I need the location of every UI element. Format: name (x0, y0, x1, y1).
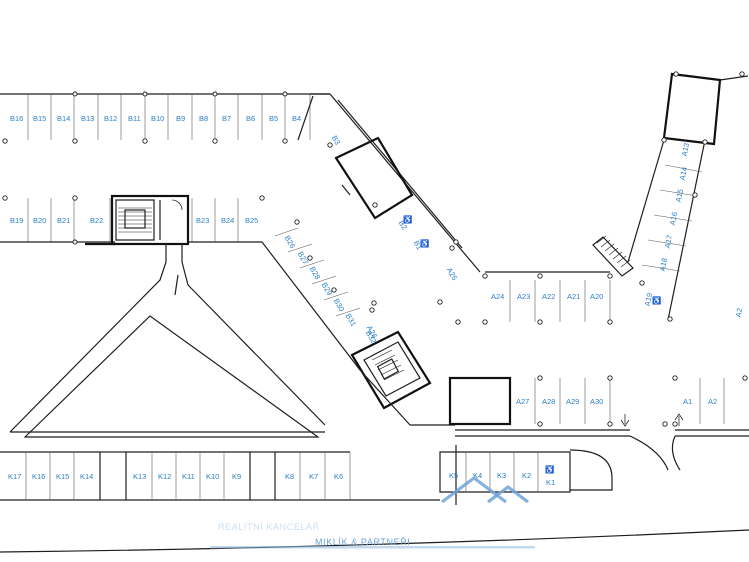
space-b3: B3 (330, 134, 342, 146)
space-k3: K3 (497, 471, 506, 480)
space-a1: A1 (683, 397, 692, 406)
space-b9: B9 (176, 114, 185, 123)
b-diag-row: B26 B27 B28 B29 B30 B31 B32 (274, 219, 378, 345)
space-b30: B30 (332, 297, 346, 313)
space-a22: A22 (542, 292, 555, 301)
space-b14: B14 (57, 114, 70, 123)
space-a19: A19 (643, 292, 655, 307)
space-k8: K8 (285, 472, 294, 481)
space-a28: A28 (542, 397, 555, 406)
space-a18: A18 (658, 257, 670, 272)
space-k16: K16 (32, 472, 45, 481)
space-a15: A15 (674, 188, 686, 203)
space-b12: B12 (104, 114, 117, 123)
watermark-line-1: REALITNÍ KANCELÁŘ (218, 522, 320, 532)
space-edge-a: A2 (734, 307, 745, 318)
space-b10: B10 (151, 114, 164, 123)
watermark: REALITNÍ KANCELÁŘ MIKLÍK & PARTNEŘI (210, 476, 535, 549)
space-b28: B28 (308, 265, 322, 281)
space-k9: K9 (232, 472, 241, 481)
space-k12: K12 (158, 472, 171, 481)
space-b8: B8 (199, 114, 208, 123)
space-b4: B4 (292, 114, 301, 123)
space-a2: A2 (708, 397, 717, 406)
accessible-icon: ♿ (403, 215, 412, 224)
space-b2: B2 (397, 219, 409, 231)
space-b23: B23 (196, 216, 209, 225)
accessible-icon: ♿ (545, 465, 554, 474)
space-b15: B15 (33, 114, 46, 123)
space-a13: A13 (680, 142, 692, 157)
space-a20: A20 (590, 292, 603, 301)
space-k11: K11 (182, 472, 195, 481)
lane-lines (455, 429, 749, 505)
space-k15: K15 (56, 472, 69, 481)
space-k1: K1 (546, 478, 555, 487)
space-k14: K14 (80, 472, 93, 481)
space-b24: B24 (221, 216, 234, 225)
space-b27: B27 (296, 250, 310, 266)
accessible-icon: ♿ (420, 239, 429, 248)
b-top-labels: B16 B15 B14 B13 B12 B11 B10 B9 B8 B7 B6 … (10, 114, 301, 123)
stair-core-center (350, 330, 455, 426)
space-b7: B7 (222, 114, 231, 123)
space-a27: A27 (516, 397, 529, 406)
space-b29: B29 (320, 281, 334, 297)
a-bottom-row: A27 A28 A29 A30 A1 A2 (448, 375, 748, 427)
house-roof-icon (487, 485, 529, 504)
space-b13: B13 (81, 114, 94, 123)
space-b1: B1 (412, 239, 424, 251)
k-row: K17 K16 K15 K14 K13 K12 K11 K10 K9 K8 K7… (0, 451, 571, 501)
space-k4: K4 (473, 471, 482, 480)
space-a29: A29 (566, 397, 579, 406)
house-roof-icon (441, 476, 507, 504)
space-b20: B20 (33, 216, 46, 225)
space-a14: A14 (678, 166, 690, 181)
space-b21: B21 (57, 216, 70, 225)
stairs-right (592, 235, 634, 277)
a-right-row: A13 A14 A15 A16 A17 A18 A19 ♿ A2 (627, 71, 749, 322)
ramp-lines (9, 244, 326, 438)
space-k17: K17 (8, 472, 21, 481)
stair-core-left (85, 194, 190, 246)
space-k6: K6 (334, 472, 343, 481)
road-edge (0, 529, 749, 553)
space-k10: K10 (206, 472, 219, 481)
space-a30: A30 (590, 397, 603, 406)
space-b11: B11 (128, 114, 141, 123)
space-b22: B22 (90, 216, 103, 225)
space-a24: A24 (491, 292, 504, 301)
space-a17: A17 (663, 234, 675, 249)
space-b5: B5 (269, 114, 278, 123)
space-a25: A25 (445, 266, 459, 282)
b-row-mid (0, 195, 361, 371)
a-mid-row: A24 A23 A22 A21 A20 A25 A26 (365, 266, 613, 340)
watermark-line-2: MIKLÍK & PARTNEŘI (315, 537, 410, 547)
space-b25: B25 (245, 216, 258, 225)
space-a16: A16 (668, 211, 680, 226)
space-b16: B16 (10, 114, 23, 123)
space-b26: B26 (283, 234, 297, 250)
space-b19: B19 (10, 216, 23, 225)
space-b31: B31 (344, 312, 358, 328)
entrance-arrows (620, 413, 684, 427)
space-k7: K7 (309, 472, 318, 481)
accessible-icon: ♿ (652, 296, 661, 305)
space-b6: B6 (246, 114, 255, 123)
diag-upper-block: B3 B2 B1 ♿ ♿ (327, 99, 463, 251)
b-top-columns (2, 91, 288, 144)
space-a23: A23 (517, 292, 530, 301)
b-mid-labels: B19 B20 B21 B22 B23 B24 B25 (10, 216, 258, 225)
space-k5: K5 (449, 471, 458, 480)
watermark-band-left (210, 546, 535, 549)
space-a21: A21 (567, 292, 580, 301)
space-k13: K13 (133, 472, 146, 481)
space-k2: K2 (522, 471, 531, 480)
